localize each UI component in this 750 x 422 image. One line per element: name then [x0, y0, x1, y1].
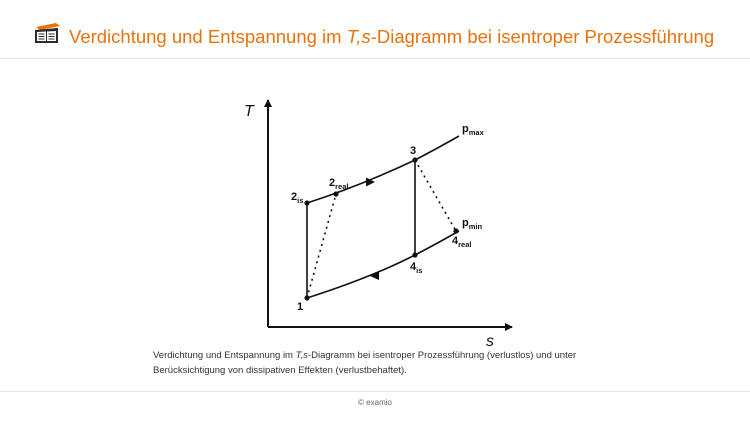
- arrow-upper: [366, 177, 375, 187]
- caption-line-2: Berücksichtigung von dissipativen Effekt…: [153, 365, 407, 376]
- label-1: 1: [297, 301, 303, 313]
- label-3: 3: [410, 145, 416, 157]
- s-axis-label: s: [486, 333, 494, 350]
- point-4real: [453, 228, 459, 234]
- label-4real: 4real: [452, 235, 471, 249]
- caption-line-1: Verdichtung und Entspannung im T,s-Diagr…: [153, 350, 577, 361]
- examio-book-icon: [35, 23, 60, 43]
- t-axis-label: T: [244, 103, 255, 120]
- arrow-lower: [370, 271, 379, 280]
- footer-divider: [0, 391, 750, 392]
- header: Verdichtung und Entspannung im T,s-Diagr…: [0, 0, 750, 56]
- isobar-pmax: [306, 135, 460, 204]
- footer-copyright: © examio: [358, 398, 392, 407]
- header-divider: [0, 58, 750, 59]
- line-3-4real: [414, 159, 457, 232]
- page-title: Verdichtung und Entspannung im T,s-Diagr…: [69, 26, 715, 47]
- label-pmin: pmin: [462, 217, 482, 231]
- point-4is: [412, 252, 418, 258]
- diagram-caption: Verdichtung und Entspannung im T,s-Diagr…: [153, 348, 623, 378]
- label-pmax: pmax: [462, 123, 485, 137]
- isobar-pmin: [306, 230, 460, 299]
- line-1-2real: [306, 193, 337, 299]
- point-3: [412, 157, 418, 163]
- label-2real: 2real: [329, 177, 348, 191]
- point-2is: [304, 200, 310, 206]
- point-2real: [333, 191, 339, 197]
- point-1: [304, 295, 310, 301]
- label-4is: 4is: [410, 261, 422, 275]
- label-2is: 2is: [291, 191, 303, 205]
